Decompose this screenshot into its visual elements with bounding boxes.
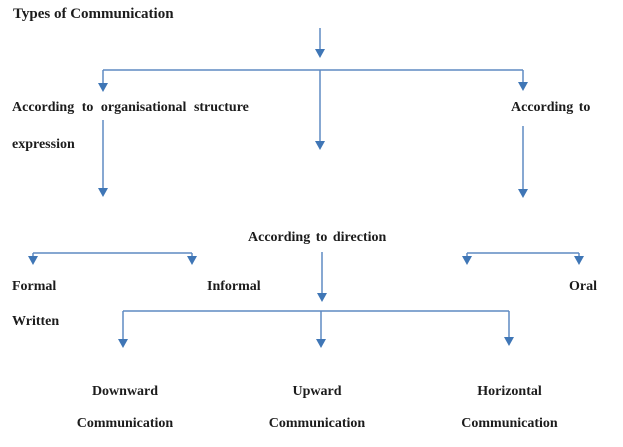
arrowhead-bottom-right-icon [504, 337, 514, 346]
node-written: Written [12, 314, 60, 329]
connector-lines [32, 28, 580, 339]
node-org-structure-line1: According to organisational structure [12, 100, 249, 115]
node-informal: Informal [207, 279, 261, 294]
arrowhead-top-left-icon [98, 83, 108, 92]
diagram-title: Types of Communication [13, 6, 174, 22]
arrowheads [28, 49, 584, 348]
node-downward-line2: Communication [76, 416, 174, 431]
arrowhead-direction-icon [317, 293, 327, 302]
arrowhead-bottom-center-icon [316, 339, 326, 348]
arrowhead-right-branch-icon [518, 189, 528, 198]
arrowhead-right-bracket-right-icon [574, 256, 584, 265]
node-according-to-right: According to [511, 100, 591, 115]
arrowhead-top-right-icon [518, 82, 528, 91]
arrowhead-left-bracket-left-icon [28, 256, 38, 265]
node-downward-line1: Downward [91, 384, 159, 399]
node-horizontal-line2: Communication [461, 416, 558, 431]
node-horizontal-communication: Horizontal Communication [447, 376, 572, 440]
node-according-to-direction: According to direction [248, 230, 387, 245]
node-upward-communication: Upward Communication [257, 376, 377, 440]
node-horizontal-line1: Horizontal [477, 384, 542, 399]
arrowhead-bottom-left-icon [118, 339, 128, 348]
arrowhead-top-center-icon [315, 141, 325, 150]
node-downward-communication: Downward Communication [65, 376, 185, 440]
node-oral: Oral [569, 279, 597, 294]
node-upward-line2: Communication [268, 416, 366, 431]
node-upward-line1: Upward [292, 384, 342, 399]
arrowhead-title-down-icon [315, 49, 325, 58]
node-org-structure-line2: expression [12, 137, 75, 152]
node-formal: Formal [12, 279, 57, 294]
arrowhead-left-branch-icon [98, 188, 108, 197]
arrowhead-left-bracket-right-icon [187, 256, 197, 265]
arrowhead-right-bracket-left-icon [462, 256, 472, 265]
